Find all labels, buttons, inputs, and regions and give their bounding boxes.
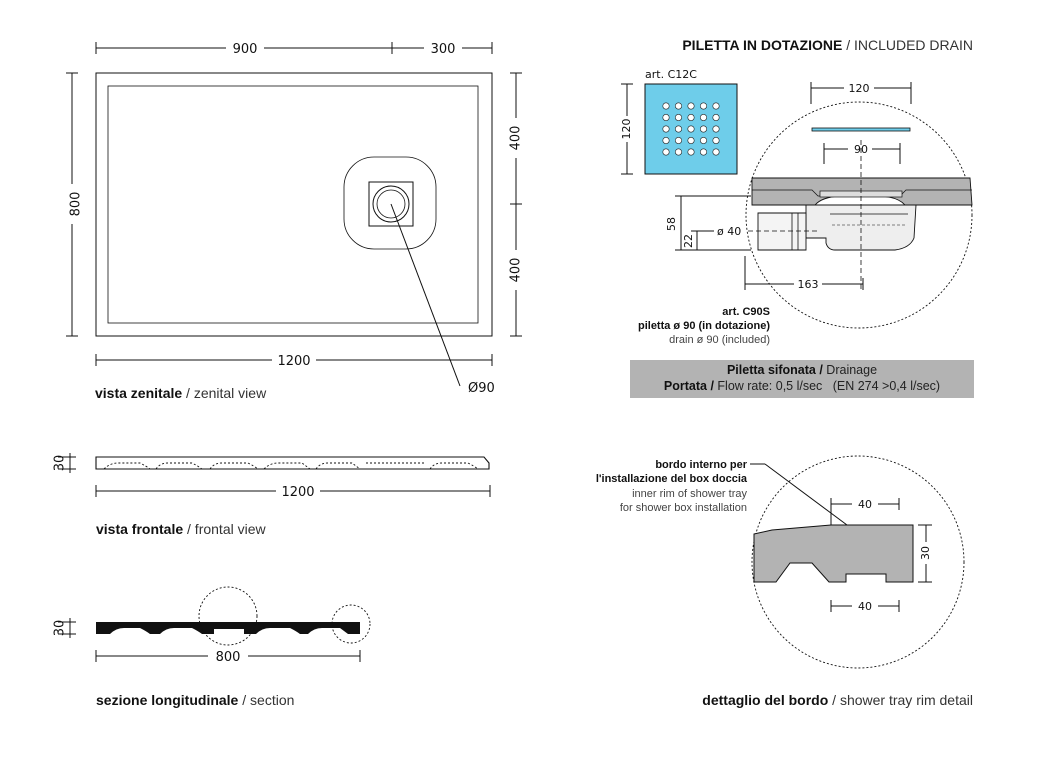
grid-hole xyxy=(712,148,720,156)
tray-outline xyxy=(95,72,493,337)
drain-detail: 120 90 58 22 ø 40 xyxy=(638,80,973,346)
dim-400-top: 400 xyxy=(509,126,524,151)
grid-size-dim: 120 xyxy=(620,119,633,140)
grid-hole xyxy=(687,137,695,145)
section-height-dim: 30 xyxy=(53,620,68,637)
rim-height-dim: 30 xyxy=(919,546,932,560)
drain-length: 163 xyxy=(798,278,819,291)
grid-hole xyxy=(699,137,707,145)
drain-desc-en: drain ø 90 (included) xyxy=(669,334,770,346)
grid-hole xyxy=(712,137,720,145)
caption-rim: dettaglio del bordo / shower tray rim de… xyxy=(702,692,973,708)
rim-detail-circle xyxy=(751,455,965,669)
grid-hole xyxy=(699,125,707,133)
drainage-box-bg xyxy=(630,360,974,398)
grid-hole xyxy=(674,114,682,122)
section-width-dim: 800 xyxy=(216,650,241,665)
grid-hole xyxy=(674,102,682,110)
drain-outlet-diameter: ø 40 xyxy=(717,225,741,238)
tray-inner-rim xyxy=(107,85,479,324)
drain-height-outlet: 22 xyxy=(682,234,695,248)
grid-hole xyxy=(687,148,695,156)
grid-hole xyxy=(662,125,670,133)
drainage-line-1: Piletta sifonata / Drainage xyxy=(727,363,877,377)
dim-300: 300 xyxy=(431,42,456,57)
dim-1200-top: 1200 xyxy=(277,354,310,369)
zenital-view: 900 300 800 400 400 1200 Ø90 v xyxy=(64,40,524,401)
grid-cover xyxy=(644,83,738,175)
rim-note-en-1: inner rim of shower tray xyxy=(632,488,747,500)
rim-note-it-2: l'installazione del box doccia xyxy=(596,473,748,485)
grid-hole xyxy=(687,102,695,110)
grid-hole xyxy=(699,102,707,110)
rim-profile xyxy=(753,524,914,583)
grid-hole xyxy=(687,125,695,133)
grid-hole xyxy=(712,125,720,133)
frontal-profile xyxy=(95,456,490,470)
drain-well xyxy=(343,156,437,250)
rim-note-it-1: bordo interno per xyxy=(655,459,747,471)
grid-hole xyxy=(712,114,720,122)
grid-art-label: art. C12C xyxy=(645,68,697,81)
dim-900: 900 xyxy=(233,42,258,57)
caption-zenital: vista zenitale / zenital view xyxy=(95,385,267,401)
grid-hole xyxy=(699,148,707,156)
drain-detail-circle xyxy=(745,101,973,329)
drainage-info-box: Piletta sifonata / Drainage Portata / Fl… xyxy=(630,360,974,398)
grid-hole xyxy=(674,137,682,145)
dim-800: 800 xyxy=(69,192,84,217)
grid-hole xyxy=(662,114,670,122)
grid-hole xyxy=(687,114,695,122)
frontal-view: 30 1200 vista frontale / frontal view xyxy=(53,453,491,537)
grid-hole xyxy=(662,102,670,110)
frontal-height-dim: 30 xyxy=(53,455,68,472)
rim-note-en-2: for shower box installation xyxy=(620,502,747,514)
grid-hole xyxy=(662,137,670,145)
rim-detail: bordo interno per l'installazione del bo… xyxy=(596,455,973,708)
drain-art-label: art. C90S xyxy=(722,306,770,318)
grid-art-c12c: art. C12C 120 xyxy=(618,68,738,175)
grid-hole xyxy=(662,148,670,156)
drain-grid-square xyxy=(368,181,414,227)
section-detail-circle-drain xyxy=(198,586,258,646)
rim-top-dim: 40 xyxy=(858,498,872,511)
section-detail-circle-rim xyxy=(331,604,371,644)
drain-top-width: 120 xyxy=(849,82,870,95)
frontal-width-dim: 1200 xyxy=(281,485,314,500)
dim-400-bottom: 400 xyxy=(509,258,524,283)
grid-hole xyxy=(699,114,707,122)
drain-desc-it: piletta ø 90 (in dotazione) xyxy=(638,320,770,332)
included-drain-title: PILETTA IN DOTAZIONE / INCLUDED DRAIN xyxy=(682,37,973,53)
grid-holes xyxy=(662,102,720,156)
caption-section: sezione longitudinale / section xyxy=(96,692,294,708)
drain-diameter-label: Ø90 xyxy=(468,381,495,396)
drainage-line-2: Portata / Flow rate: 0,5 l/sec (EN 274 >… xyxy=(664,379,940,393)
grid-hole xyxy=(674,148,682,156)
grid-hole xyxy=(674,125,682,133)
rim-bottom-dim: 40 xyxy=(858,600,872,613)
section-view: 30 800 sezione longitudinale / section xyxy=(53,586,371,708)
caption-frontal: vista frontale / frontal view xyxy=(96,521,267,537)
grid-hole xyxy=(712,102,720,110)
drain-height-total: 58 xyxy=(665,217,678,231)
